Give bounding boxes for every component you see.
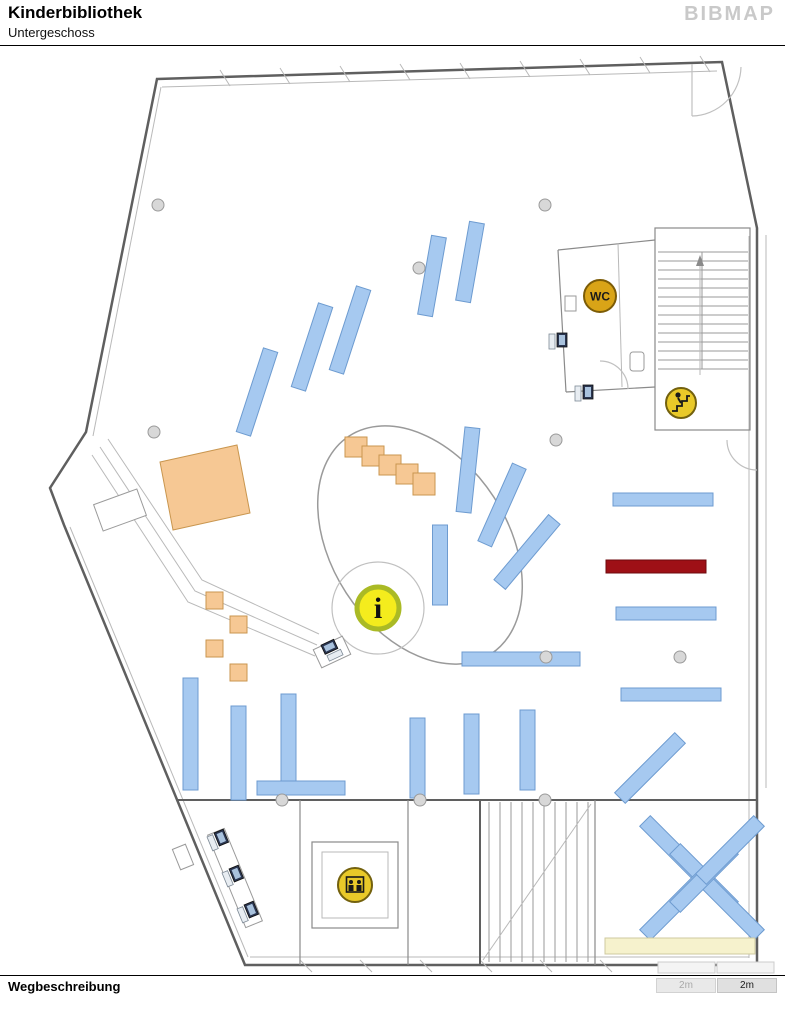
bookshelf[interactable] bbox=[463, 713, 480, 795]
highlighted-shelf[interactable] bbox=[605, 559, 707, 574]
scale-segment-right: 2m bbox=[717, 978, 777, 993]
bookshelf[interactable] bbox=[455, 426, 481, 514]
play-cube[interactable] bbox=[205, 639, 224, 658]
directions-heading: Wegbeschreibung bbox=[8, 979, 121, 994]
bookshelf[interactable] bbox=[461, 651, 581, 667]
column bbox=[538, 793, 552, 807]
column bbox=[413, 793, 427, 807]
bookshelf[interactable] bbox=[620, 687, 722, 702]
info-desk-curve bbox=[331, 561, 425, 655]
bookshelf[interactable] bbox=[519, 709, 536, 791]
lower-level-walls bbox=[299, 800, 596, 965]
play-cube[interactable] bbox=[205, 591, 224, 610]
play-cube[interactable] bbox=[229, 615, 248, 634]
column bbox=[412, 261, 426, 275]
toilet bbox=[629, 351, 645, 372]
floor-mat bbox=[604, 937, 756, 955]
bookshelf[interactable] bbox=[280, 693, 297, 793]
desk bbox=[92, 488, 148, 532]
column bbox=[147, 425, 161, 439]
lattice-shelf[interactable] bbox=[694, 814, 766, 886]
app-logo: BIBMAP bbox=[684, 3, 775, 25]
info-icon[interactable]: i bbox=[354, 584, 402, 632]
bookshelf[interactable] bbox=[328, 285, 372, 375]
play-stage[interactable] bbox=[159, 444, 251, 531]
column bbox=[539, 650, 553, 664]
bookshelf[interactable] bbox=[235, 347, 279, 437]
column bbox=[673, 650, 687, 664]
door-swings bbox=[691, 64, 758, 471]
floorplan-map[interactable]: WC i bbox=[0, 46, 785, 975]
reading-steps[interactable] bbox=[412, 472, 436, 496]
bookshelf[interactable] bbox=[256, 780, 346, 796]
play-cube[interactable] bbox=[229, 663, 248, 682]
wall-hatch bbox=[219, 55, 711, 973]
column bbox=[275, 793, 289, 807]
column bbox=[151, 198, 165, 212]
stairwell-upper bbox=[654, 227, 751, 431]
bookshelf[interactable] bbox=[455, 220, 485, 304]
bookshelves[interactable] bbox=[182, 220, 766, 942]
columns bbox=[147, 198, 687, 807]
computer-terminal-icon bbox=[548, 332, 568, 350]
bookshelf[interactable] bbox=[182, 677, 199, 791]
scale-segment-left: 2m bbox=[656, 978, 716, 993]
bookshelf[interactable] bbox=[493, 513, 561, 591]
wc-label: WC bbox=[590, 290, 610, 304]
computer-area bbox=[171, 332, 594, 929]
bookshelf[interactable] bbox=[409, 717, 426, 799]
bookshelf[interactable] bbox=[613, 731, 687, 805]
elevator-icon[interactable] bbox=[337, 867, 373, 903]
stairs-person-icon[interactable] bbox=[665, 387, 697, 419]
bookshelf[interactable] bbox=[612, 492, 714, 507]
page-subtitle: Untergeschoss bbox=[8, 25, 95, 40]
furniture-orange[interactable] bbox=[159, 436, 436, 682]
elevator-shaft bbox=[311, 841, 399, 929]
bookshelf[interactable] bbox=[477, 462, 527, 548]
header-bar: Kinderbibliothek Untergeschoss BIBMAP bbox=[0, 0, 785, 46]
wc-icon[interactable]: WC bbox=[583, 279, 617, 313]
info-label: i bbox=[374, 592, 382, 625]
column bbox=[538, 198, 552, 212]
column bbox=[549, 433, 563, 447]
wc-room bbox=[557, 239, 656, 393]
bookshelf[interactable] bbox=[417, 234, 447, 318]
map-scale-marks bbox=[657, 961, 775, 974]
computer-terminal-icon bbox=[574, 384, 594, 402]
bookshelf[interactable] bbox=[432, 524, 448, 606]
stairwell-lower bbox=[482, 802, 592, 962]
bookshelf[interactable] bbox=[615, 606, 717, 621]
page-title: Kinderbibliothek bbox=[8, 3, 143, 22]
bookshelf[interactable] bbox=[290, 302, 334, 392]
bookshelf[interactable] bbox=[230, 705, 247, 801]
sink bbox=[564, 295, 577, 312]
